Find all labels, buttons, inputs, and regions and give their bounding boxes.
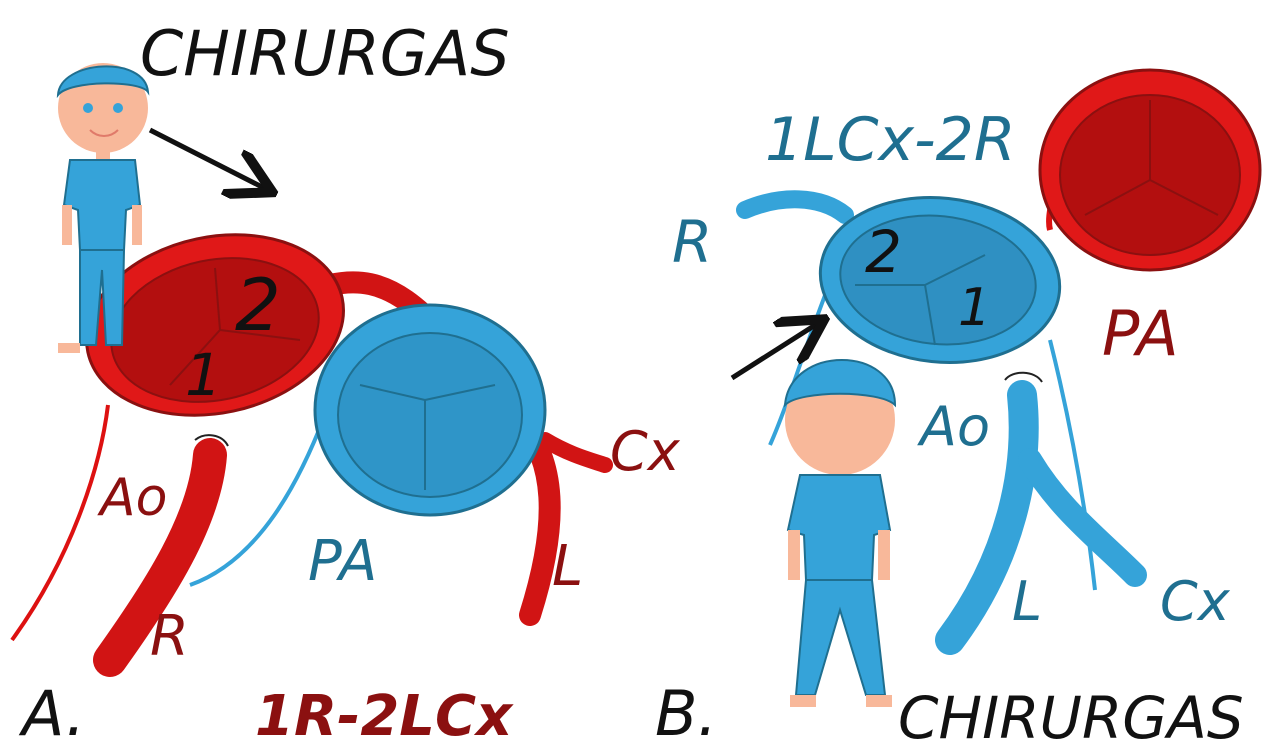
panel-b-code: 1LCx-2R	[765, 105, 1016, 175]
label-r-a: R	[150, 604, 189, 669]
panel-b-valve-number-1: 1	[958, 278, 991, 338]
right-coronary-artery-b	[745, 199, 845, 215]
circumflex-branch-b	[1030, 460, 1135, 575]
panel-b-title: CHIRURGAS	[898, 684, 1244, 749]
label-pa-a: PA	[308, 529, 377, 594]
panel-a-letter: A.	[18, 677, 85, 749]
panel-b-valve-number-2: 2	[865, 218, 902, 286]
label-r-b: R	[672, 208, 712, 276]
label-cx-a: Cx	[610, 420, 681, 483]
panel-b-letter: B.	[655, 677, 717, 749]
panel-b: 1LCx-2R R 2 1 PA Ao L Cx B. CHIRURGAS	[655, 70, 1260, 749]
aorta-wall-right-b	[1050, 340, 1095, 590]
surgeon-figure-b	[785, 360, 895, 707]
label-pa-b: PA	[1102, 297, 1179, 370]
panel-a-valve-number-1: 1	[185, 341, 222, 409]
panel-a-title: CHIRURGAS	[140, 17, 510, 90]
label-cx-b: Cx	[1160, 570, 1231, 633]
panel-a-valve-number-2: 2	[235, 263, 281, 347]
label-ao-a: Ao	[97, 468, 167, 528]
panel-a: CHIRURGAS 1 2 Ao PA R L Cx A. 1R-2LCx	[12, 17, 681, 749]
panel-a-code: 1R-2LCx	[255, 684, 514, 749]
label-l-b: L	[1012, 570, 1042, 633]
aorta-wall-left-a	[12, 405, 108, 640]
label-l-a: L	[552, 534, 583, 599]
pulmonary-valve-inner-a	[338, 333, 522, 497]
view-arrow-a	[150, 130, 268, 190]
label-ao-b: Ao	[917, 395, 990, 458]
